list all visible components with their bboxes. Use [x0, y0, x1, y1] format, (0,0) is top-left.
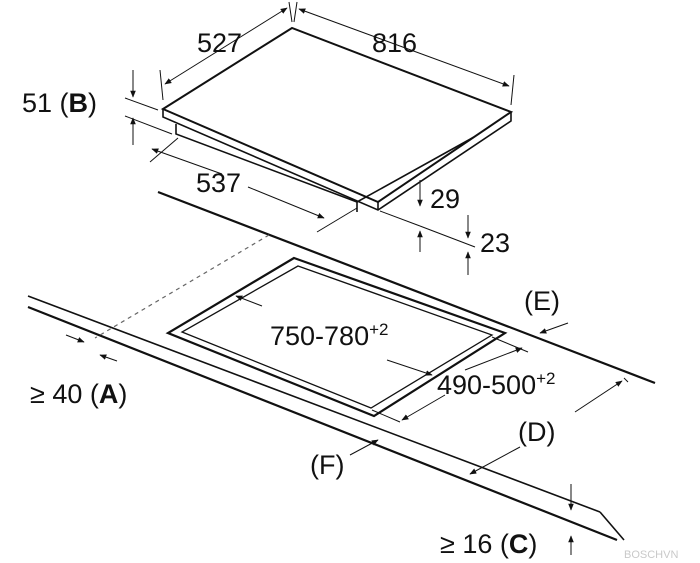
- dim-750-arrow-right: [386, 359, 433, 376]
- dim-537-line-right: [247, 186, 325, 219]
- dim-490-line-top: [464, 347, 523, 371]
- dim-a-arrow-right: [99, 354, 118, 362]
- dim-51-ext-top: [124, 97, 159, 111]
- cutout-inner: [180, 265, 494, 409]
- label-c-letter: C: [509, 529, 529, 559]
- dim-f-arrow: [349, 439, 379, 456]
- label-f: (F): [310, 450, 344, 480]
- label-cutout-depth: 490-500+2: [437, 369, 555, 400]
- dim-527-line: [164, 7, 288, 85]
- countertop-right-edge: [599, 511, 625, 541]
- dim-537-line-left: [151, 148, 223, 175]
- dim-e-arrow: [539, 322, 569, 334]
- label-glass-height-value: 51 (: [22, 88, 69, 118]
- label-c: ≥ 16 (C): [440, 529, 537, 559]
- dim-816-ext-left: [293, 1, 298, 23]
- dim-527-ext-right: [288, 1, 293, 23]
- label-glass-height: 51 (B): [22, 88, 97, 118]
- label-cutout-width-tol: +2: [369, 320, 388, 339]
- label-cutout-width: 750-780+2: [270, 320, 388, 351]
- label-depth-816: 816: [372, 28, 417, 58]
- label-glass-height-letter: B: [69, 88, 89, 118]
- countertop-side-edge: [94, 234, 270, 339]
- label-a-suffix: ): [118, 379, 127, 409]
- dim-29-ext: [379, 210, 421, 227]
- label-a-letter: A: [99, 379, 119, 409]
- dim-d-ext: [623, 377, 629, 383]
- hob-body: [175, 124, 475, 203]
- label-cutout-depth-value: 490-500: [437, 370, 536, 400]
- label-a: ≥ 40 (A): [30, 379, 127, 409]
- label-cutout-width-value: 750-780: [270, 321, 369, 351]
- label-total-height-23: 23: [480, 228, 510, 258]
- dim-537-ext-left: [149, 137, 179, 163]
- label-a-prefix: ≥ 40 (: [30, 379, 99, 409]
- dimension-labels: 527 816 51 (B) 537 29 23 750-780+2 490-5…: [22, 28, 678, 561]
- dim-816-ext-right: [510, 74, 515, 106]
- dim-d-line-bottom: [469, 446, 521, 475]
- countertop-back-edge: [157, 190, 656, 385]
- countertop-front-bottom-edge: [27, 305, 618, 542]
- dim-490-ext-top: [491, 336, 529, 353]
- countertop-front-top-edge: [27, 295, 601, 513]
- dim-527-ext-left: [159, 69, 164, 101]
- dim-490-ext-bottom: [371, 409, 401, 423]
- dim-750-arrow-left: [235, 295, 263, 307]
- dim-23-ext: [419, 225, 476, 248]
- dim-d-line-top: [574, 380, 623, 413]
- dimension-lines: [65, 1, 629, 555]
- dim-537-ext-right: [316, 207, 358, 233]
- dim-816-line: [298, 8, 510, 87]
- dim-490-line-bottom: [401, 394, 446, 421]
- dim-a-arrow-left: [65, 334, 85, 343]
- label-glass-height-close: ): [88, 88, 97, 118]
- label-c-suffix: ): [528, 529, 537, 559]
- label-frame-depth-537: 537: [196, 168, 241, 198]
- label-e: (E): [524, 286, 560, 316]
- label-cutout-depth-tol: +2: [536, 369, 555, 388]
- label-width-527: 527: [197, 28, 242, 58]
- countertop: [27, 190, 656, 542]
- watermark: BOSCHVN: [624, 549, 678, 561]
- label-c-prefix: ≥ 16 (: [440, 529, 509, 559]
- label-body-height-29: 29: [430, 184, 460, 214]
- cutout: [165, 256, 508, 418]
- cutout-outer: [165, 256, 508, 418]
- label-d: (D): [518, 417, 555, 447]
